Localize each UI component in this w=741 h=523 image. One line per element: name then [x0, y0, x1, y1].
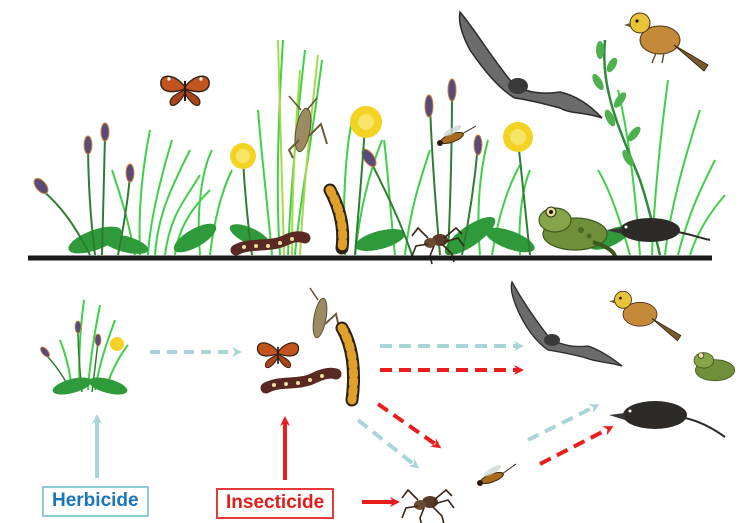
fly-icon — [437, 123, 476, 146]
spider-small-icon — [402, 490, 454, 523]
striped-caterpillar-icon — [330, 190, 343, 248]
arrow-predators-to-shrew-red — [540, 428, 610, 464]
meadow-panel — [28, 12, 725, 264]
arrow-herbivores-to-spider-blue — [358, 420, 416, 466]
dark-caterpillar-small-icon — [266, 373, 336, 388]
butterfly-icon — [161, 76, 209, 105]
bunting-small-icon — [609, 291, 680, 340]
grasshopper-small-icon — [310, 288, 340, 339]
plant-node — [39, 300, 129, 398]
herbicide-label: Herbicide — [42, 486, 149, 517]
fly-small-icon — [477, 463, 516, 486]
bat-icon — [459, 12, 602, 118]
arrow-predators-to-shrew-blue — [528, 406, 596, 440]
butterfly-small-icon — [257, 343, 298, 368]
frog-small-icon — [694, 353, 735, 381]
bat-small-icon — [511, 282, 622, 366]
shrew-small-icon — [609, 401, 725, 437]
bunting-bird-icon — [624, 13, 708, 71]
striped-caterpillar-small-icon — [342, 328, 354, 400]
insecticide-label: Insecticide — [216, 488, 334, 519]
arrow-herbivores-to-fly-red — [378, 404, 438, 446]
